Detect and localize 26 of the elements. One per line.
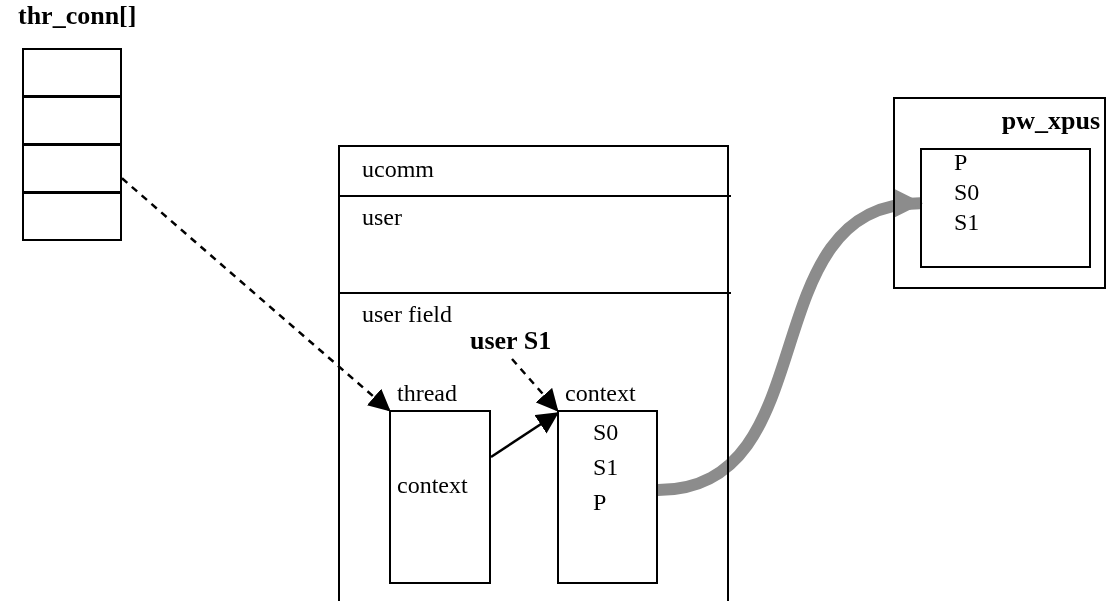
box-title: thread xyxy=(397,379,457,407)
box-title: pw_xpus xyxy=(1001,107,1100,135)
array-cell xyxy=(22,192,122,241)
struct-frame xyxy=(338,145,729,601)
dashed-arrow xyxy=(121,177,391,412)
field-label: context xyxy=(397,471,468,499)
field-label: S1 xyxy=(593,453,619,481)
array-cell xyxy=(22,48,122,97)
field-label: S1 xyxy=(954,208,980,236)
dashed-arrow xyxy=(511,358,559,412)
thick-arrow xyxy=(657,192,923,496)
struct-box xyxy=(920,148,1091,268)
field-label: user xyxy=(362,203,402,231)
field-label: user S1 xyxy=(470,327,552,355)
field-label: P xyxy=(954,148,968,176)
field-label: S0 xyxy=(593,418,619,446)
array-title: thr_conn[] xyxy=(18,2,137,30)
array-cell xyxy=(22,96,122,145)
struct-box xyxy=(893,97,1106,289)
field-label: P xyxy=(593,488,607,516)
box-title: context xyxy=(565,379,636,407)
field-label: ucomm xyxy=(362,155,434,183)
field-label: user field xyxy=(362,300,452,328)
field-label: S0 xyxy=(954,178,980,206)
array-cell xyxy=(22,144,122,193)
arrow xyxy=(490,412,559,459)
